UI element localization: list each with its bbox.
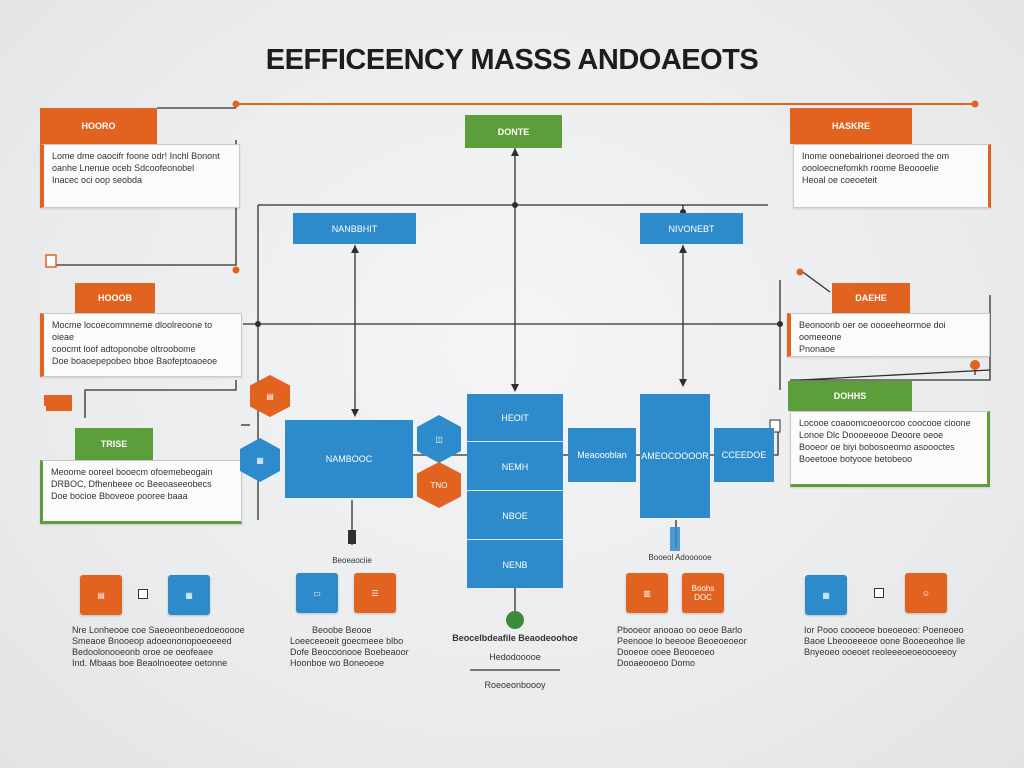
bottom-group-1-line-4: Ind. Mbaas boe Beaolnoeotee oetonne xyxy=(72,658,228,668)
package-icon-label: TNO xyxy=(430,480,448,490)
left-top-card: Lome dme oaocifr foone odr! Inchl Bonont… xyxy=(40,144,240,208)
right-low-line-1: Locooe coaoomcoeoorcoo coocooe cioone xyxy=(799,418,971,428)
right-top-line-2: oooloecnefomkh roome Beoooelie xyxy=(802,163,939,173)
left-top-line-1: Lome dme oaocifr foone odr! Inchl Bonont xyxy=(52,151,220,161)
bottom-group-4-line-3: Bnyeoeo ooeoet reoleeeoeoeoooeeoy xyxy=(804,647,957,657)
bottom-group-3-line-1: Pbooeor anooao oo oeoe Barlo xyxy=(617,625,743,635)
people-icon: ☺ xyxy=(905,573,947,613)
cube-icon: ◫ xyxy=(417,415,461,463)
tools-icon-label-2: DOC xyxy=(694,593,712,602)
bottom-group-4: Ior Pooo coooeoe boeoeoeo: Poeneoeo Baoe… xyxy=(804,625,984,658)
right-low-card: Locooe coaoomcoeoorcoo coocooe cioone Lo… xyxy=(790,411,990,487)
left-top-line-3: Inacec oci oop seobda xyxy=(52,175,143,185)
stack-item-3: NBOE xyxy=(467,492,563,540)
left-top-tag: HOORO xyxy=(40,108,157,144)
mid-box-3: CCEEDOE xyxy=(714,428,774,482)
bottom-group-1: Nre Lonheooe coe Saeoeonbeoedoeooooe Sme… xyxy=(72,625,252,669)
right-low-line-4: Boeetooe botyooe betobeoo xyxy=(799,454,913,464)
left-low-line-1: Meoome ooreel booecm ofoemebeogain xyxy=(51,467,213,477)
bottom-group-2-line-4: Hoonboe wo Boneoeoe xyxy=(290,658,385,668)
bottom-group-2-line-2: Loeeceeoeit goecmeee blbo xyxy=(290,636,404,646)
blue-tag-left: NANBBHIT xyxy=(293,213,416,244)
bottom-center-line-3: Roeoeonboooy xyxy=(484,680,546,690)
monitor-icon: ▭ xyxy=(296,573,338,613)
tools-icon-label-1: Boohs xyxy=(691,584,715,593)
left-mid-card: Mocme locoecommneme dloolreoone to oieae… xyxy=(40,313,242,377)
bottom-group-3: Pbooeor anooao oo oeoe Barlo Peenooe lo … xyxy=(617,625,767,669)
right-top-line-3: Heoal oe coeoeteit xyxy=(802,175,878,185)
bottom-group-1-line-3: Bedoolonooeonb oroe oe oeofeaee xyxy=(72,647,214,657)
stack-item-2: NEMH xyxy=(467,443,563,491)
left-mid-line-1: Mocme locoecommneme dloolreoone to oieae xyxy=(52,320,213,342)
left-mid-line-2: coocmt loof adtoponobe oltroobome xyxy=(52,344,196,354)
stack-item-4: NENB xyxy=(502,559,528,570)
right-low-line-3: Booeor oe biyi bobosoeomo asoooctes xyxy=(799,442,955,452)
bottom-group-3-line-4: Dooaeooeoo Domo xyxy=(617,658,696,668)
clipboard-chart-icon: ▥ xyxy=(626,573,668,613)
bottom-group-4-line-1: Ior Pooo coooeoe boeoeoeo: Poeneoeo xyxy=(804,625,964,635)
right-mid-card: Beonoonb oer oe oooeeheormoe doi oomeeon… xyxy=(787,313,990,357)
left-top-line-2: oanhe Lnenue oceb Sdcoofeonobel xyxy=(52,163,195,173)
right-top-line-1: Inome oonebalrionei deoroed the om xyxy=(802,151,950,161)
bottom-group-1-line-2: Smeaoe Bnooeop adoeononopoeoeeed xyxy=(72,636,232,646)
bottom-group-1-line-1: Nre Lonheooe coe Saeoeonbeoedoeooooe xyxy=(72,625,245,635)
mid-box-1: Meaoooblan xyxy=(568,428,636,482)
page-title: EEFFICEENCY MASSS ANDOAEOTS xyxy=(265,44,759,76)
center-box: NAMBOOC xyxy=(285,420,413,498)
bottom-group-3-line-3: Dooeoe ooee Beooeoeo xyxy=(617,647,715,657)
right-top-tag: HASKRE xyxy=(790,108,912,144)
right-low-tag: DOHHS xyxy=(788,381,912,411)
tools-icon: Boohs DOC xyxy=(682,573,724,613)
calculator-icon: ▦ xyxy=(805,575,847,615)
bottom-group-2: Beoobe Beooe Loeeceeoeit goecmeee blbo D… xyxy=(290,625,420,669)
left-low-line-2: DRBOC, Dfhenbeee oc Beeoaseeobecs xyxy=(51,479,212,489)
bottom-group-2-line-1: Beoobe Beooe xyxy=(312,625,372,635)
bottom-group-2-line-3: Dofe Beocoonooe Boebeaoor xyxy=(290,647,409,657)
bottom-group-3-line-2: Peenooe lo beeooe Beoeoeoeor xyxy=(617,636,747,646)
document-icon: ▦ xyxy=(168,575,210,615)
notes-icon: ☰ xyxy=(354,573,396,613)
left-mid-line-3: Doe boaoepepobeo bboe Baofeptoaoeoe xyxy=(52,356,218,366)
right-mid-line-1: Beonoonb oer oe oooeeheormoe doi oomeeon… xyxy=(799,320,946,342)
right-top-card: Inome oonebalrionei deoroed the om ooolo… xyxy=(793,144,991,208)
label-under-right: Booeol Adoooooe xyxy=(648,553,712,562)
checkbox-icon-2 xyxy=(874,588,884,598)
right-mid-tag: DAEHE xyxy=(832,283,910,313)
label-under-center: Beoeaociie xyxy=(332,556,372,565)
bottom-center-line-2: Hedodooooe xyxy=(489,652,541,662)
right-low-line-2: Lonoe Dlc Doooeeooe Deoore oeoe xyxy=(799,430,944,440)
ledger-icon: ▤ xyxy=(80,575,122,615)
bottom-group-4-line-2: Baoe Lbeooeeeoe oone Booeoeohoe lle xyxy=(804,636,966,646)
left-low-tag: TRISE xyxy=(75,428,153,460)
mid-box-2: AMEOCOOOOR xyxy=(640,394,710,518)
blue-tag-right: NIVONEBT xyxy=(640,213,743,244)
left-mid-tag: HOOOB xyxy=(75,283,155,313)
stack-column: HEOIT NEMH NBOE NENB xyxy=(467,394,563,588)
left-low-card: Meoome ooreel booecm ofoemebeogain DRBOC… xyxy=(40,460,242,524)
top-center-tag: DONTE xyxy=(465,115,562,148)
right-mid-line-2: Pnonaoe xyxy=(799,344,836,354)
stack-item-1: HEOIT xyxy=(467,394,563,442)
checkbox-icon xyxy=(138,589,148,599)
left-low-line-3: Doe bocioe Bboveoe pooree baaa xyxy=(51,491,188,501)
clipboard-icon: ▦ xyxy=(240,438,280,482)
bottom-center-line-1: Beocelbdeafile Beaodeoohoe xyxy=(452,633,578,643)
